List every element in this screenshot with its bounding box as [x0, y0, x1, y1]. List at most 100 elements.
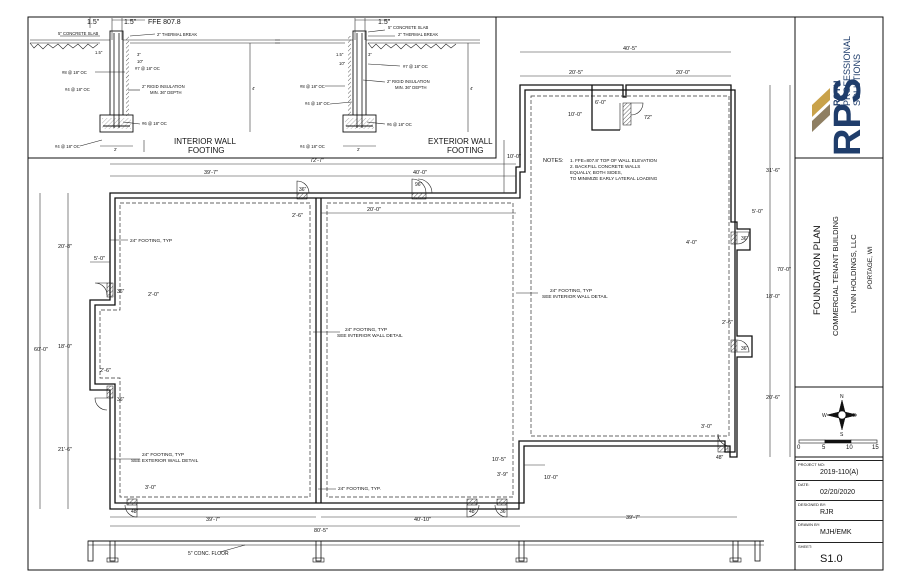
- svg-text:2'-6": 2'-6": [722, 320, 733, 326]
- svg-text:20'-5": 20'-5": [569, 70, 583, 76]
- svg-text:2" THERMAL BREAK: 2" THERMAL BREAK: [398, 32, 438, 37]
- rps-logo: RPS ROTH PROFESSIONAL SOLUTIONS: [812, 36, 869, 156]
- svg-text:SOLUTIONS: SOLUTIONS: [852, 54, 862, 106]
- callout-footing-typ: 24" FOOTING, TYP: [130, 238, 172, 244]
- interior-ffe: FFE 807.8: [148, 19, 181, 26]
- svg-text:3'-9": 3'-9": [497, 472, 508, 478]
- date-row: DATE: 02/20/2020: [796, 480, 883, 501]
- svg-text:#6 @ 18" OC: #6 @ 18" OC: [142, 121, 167, 126]
- note-2: 2. BACKFILL CONCRETE WALLS: [570, 164, 640, 169]
- designed-by: RJR: [820, 509, 834, 516]
- svg-text:40'-0": 40'-0": [413, 170, 427, 176]
- svg-text:36": 36": [500, 509, 508, 515]
- svg-text:48": 48": [469, 509, 477, 515]
- dim-top-overall: 72'-7": [310, 158, 324, 164]
- svg-text:24" FOOTING, TYP: 24" FOOTING, TYP: [345, 327, 387, 333]
- sheet-row: SHEET: S1.0: [796, 542, 883, 570]
- svg-text:48": 48": [716, 455, 724, 461]
- svg-text:2'-6": 2'-6": [292, 213, 303, 219]
- project-name: COMMERCIAL TENANT BUILDING: [831, 216, 840, 336]
- svg-text:S: S: [840, 432, 844, 438]
- callout-right-detail: SEE INTERIOR WALL DETAIL: [542, 294, 608, 300]
- svg-text:10'-0": 10'-0": [568, 112, 582, 118]
- exterior-wall-footing-detail: 1.5" 5" CONCRETE SLAB 2" THERMAL BREAK #…: [275, 18, 493, 155]
- svg-text:2'-0": 2'-0": [148, 292, 159, 298]
- location: PORTAGE, WI: [867, 246, 874, 289]
- project-no: 2019-110(A): [820, 469, 859, 476]
- svg-text:4': 4': [252, 86, 255, 91]
- svg-text:15: 15: [872, 445, 879, 451]
- svg-text:1.5": 1.5": [336, 52, 344, 57]
- interior-detail-title: INTERIOR WALL: [174, 137, 236, 146]
- svg-text:2" RIGID INSULATION: 2" RIGID INSULATION: [142, 84, 185, 89]
- svg-text:#7 @ 18" OC: #7 @ 18" OC: [403, 64, 428, 69]
- svg-text:MIN. 36" DEPTH: MIN. 36" DEPTH: [395, 85, 427, 90]
- sheet-number: S1.0: [820, 553, 843, 565]
- svg-text:ROTH: ROTH: [832, 81, 842, 107]
- callout-conc-floor: 5" CONC. FLOOR: [188, 551, 229, 557]
- svg-text:N: N: [840, 394, 844, 400]
- interior-wall-footing-detail: 1.5" 1.5" FFE 807.8 5" CONCRETE SLAB 2" …: [29, 17, 280, 155]
- svg-text:10": 10": [137, 59, 144, 64]
- dim-left-overall: 60'-0": [34, 347, 48, 353]
- svg-text:39'-7": 39'-7": [204, 170, 218, 176]
- dim-right-overall: 70'-0": [777, 267, 791, 273]
- designed-row: DESIGNED BY: RJR: [796, 500, 883, 521]
- svg-text:3'-0": 3'-0": [145, 485, 156, 491]
- svg-text:31'-6": 31'-6": [766, 168, 780, 174]
- svg-text:PROFESSIONAL: PROFESSIONAL: [842, 36, 852, 106]
- svg-text:21'-6": 21'-6": [58, 447, 72, 453]
- svg-text:36": 36": [299, 187, 307, 193]
- svg-text:72": 72": [644, 115, 652, 121]
- dim-bottom-overall: 80'-5": [314, 528, 328, 534]
- svg-text:#8 @ 18" OC: #8 @ 18" OC: [300, 84, 325, 89]
- sheet-title: FOUNDATION PLAN: [812, 225, 823, 315]
- svg-text:10'-5": 10'-5": [492, 457, 506, 463]
- svg-text:36": 36": [117, 289, 125, 295]
- svg-text:5" CONCRETE SLAB: 5" CONCRETE SLAB: [58, 31, 99, 36]
- exterior-dim-top: 1.5": [378, 19, 391, 26]
- svg-text:5'-0": 5'-0": [752, 209, 763, 215]
- notes-title: NOTES:: [543, 158, 564, 164]
- svg-text:40'-10": 40'-10": [414, 517, 431, 523]
- svg-text:48": 48": [131, 509, 139, 515]
- svg-text:3": 3": [368, 52, 372, 57]
- svg-text:MIN. 36" DEPTH: MIN. 36" DEPTH: [150, 90, 182, 95]
- client-name: LYNN HOLDINGS, LLC: [849, 234, 858, 313]
- svg-text:2': 2': [114, 147, 117, 152]
- svg-text:20'-0": 20'-0": [676, 70, 690, 76]
- svg-text:18'-0": 18'-0": [58, 344, 72, 350]
- svg-text:39'-7": 39'-7": [626, 515, 640, 521]
- svg-text:#4 @ 18" OC: #4 @ 18" OC: [305, 101, 330, 106]
- svg-text:24" FOOTING, TYP: 24" FOOTING, TYP: [142, 452, 184, 458]
- svg-text:5" CONCRETE SLAB: 5" CONCRETE SLAB: [388, 25, 429, 30]
- callout-exterior-detail: SEE EXTERIOR WALL DETAIL: [131, 458, 199, 464]
- project-no-row: PROJECT NO: 2019-110(A): [796, 460, 883, 481]
- north-arrow-icon: N E S W: [822, 394, 858, 438]
- drawn-row: DRAWN BY: MJH/EMK: [796, 520, 883, 541]
- svg-text:96": 96": [415, 182, 423, 188]
- svg-text:3": 3": [137, 52, 141, 57]
- svg-text:2'-6": 2'-6": [100, 368, 111, 374]
- svg-text:2" RIGID INSULATION: 2" RIGID INSULATION: [387, 79, 430, 84]
- svg-text:FOOTING: FOOTING: [447, 146, 483, 155]
- svg-text:10'-0": 10'-0": [544, 475, 558, 481]
- interior-dim-top-2: 1.5": [124, 19, 137, 26]
- svg-text:4': 4': [470, 86, 473, 91]
- svg-text:5: 5: [822, 445, 826, 451]
- svg-text:2" THERMAL BREAK: 2" THERMAL BREAK: [157, 32, 197, 37]
- svg-text:20'-8": 20'-8": [58, 244, 72, 250]
- svg-text:1.5": 1.5": [95, 50, 103, 55]
- svg-text:EQUALLY, BOTH SIDES,: EQUALLY, BOTH SIDES,: [570, 170, 622, 175]
- svg-text:40'-5": 40'-5": [623, 46, 637, 52]
- svg-text:10'-0": 10'-0": [507, 154, 521, 160]
- svg-text:TO MINIMIZE EARLY LATERAL LOAD: TO MINIMIZE EARLY LATERAL LOADING: [570, 176, 658, 181]
- svg-text:#6 @ 18" OC: #6 @ 18" OC: [387, 122, 412, 127]
- svg-text:0: 0: [797, 445, 801, 451]
- detail-box: [27, 16, 497, 159]
- svg-text:20'-0": 20'-0": [367, 207, 381, 213]
- svg-text:#7 @ 18" OC: #7 @ 18" OC: [135, 66, 160, 71]
- svg-text:#4 @ 18" OC: #4 @ 18" OC: [300, 144, 325, 149]
- note-1: 1. FFE=807.8' TOP OF WALL ELEVATION: [570, 158, 657, 163]
